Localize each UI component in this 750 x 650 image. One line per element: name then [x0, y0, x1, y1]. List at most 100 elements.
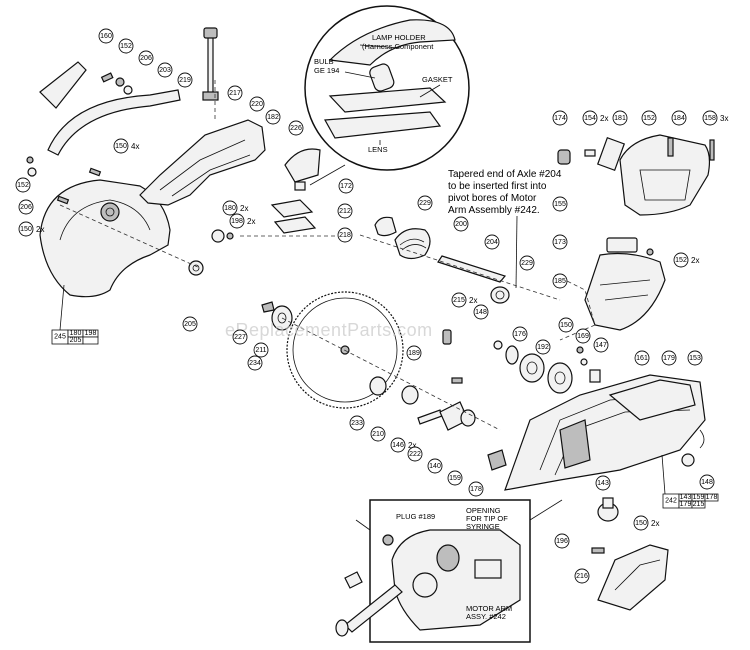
- part-callout-152: 152: [118, 38, 134, 54]
- callout-number: 215: [453, 297, 465, 304]
- callout-number: 196: [556, 538, 568, 545]
- kit-245-table: 245 180 198 205: [51, 284, 99, 345]
- part-callout-203: 203: [157, 62, 173, 78]
- callout-number: 192: [537, 344, 549, 351]
- part-callout-229: 229: [417, 195, 433, 211]
- callout-number: 210: [372, 431, 384, 438]
- callout-number: 234: [249, 360, 261, 367]
- callout-circle: [338, 178, 354, 194]
- part-callout-229: 229: [519, 255, 535, 271]
- part-callout-184: 184: [671, 110, 687, 126]
- part-callout-216: 216: [574, 568, 590, 584]
- part-callout-173: 173: [552, 234, 568, 250]
- callout-quantity: 2x: [469, 296, 477, 305]
- callout-circle: [468, 481, 484, 497]
- handle-base-part: [584, 252, 666, 331]
- motor-arm-label-1: MOTOR ARM: [466, 604, 512, 613]
- callout-number: 222: [409, 451, 421, 458]
- part-callout-189: 189: [406, 345, 422, 361]
- lens-detail: [324, 111, 442, 139]
- callout-circle: [247, 355, 263, 371]
- callout-number: 218: [339, 232, 351, 239]
- motor-arm-label-2: ASSY. #242: [466, 612, 506, 621]
- gasket-part: [270, 199, 314, 218]
- callout-circle: [177, 72, 193, 88]
- callout-circle: [593, 337, 609, 353]
- gasket-detail: [328, 87, 447, 113]
- callout-circle: [138, 50, 154, 66]
- callout-circle: [687, 350, 703, 366]
- gasket-label: GASKET: [422, 75, 453, 84]
- part-callout-143: 143: [595, 475, 611, 491]
- mid-hardware-group: [442, 329, 601, 394]
- callout-number: 158: [704, 115, 716, 122]
- part-callout-148: 148: [699, 474, 715, 490]
- callout-number: 219: [179, 77, 191, 84]
- callout-number: 181: [614, 115, 626, 122]
- callout-circle: [451, 292, 467, 308]
- decal-part: [39, 61, 87, 109]
- note-line-2: to be inserted first into: [448, 181, 547, 192]
- callout-circle: [98, 28, 114, 44]
- handle-top-part: [619, 134, 711, 216]
- callout-circle: [453, 216, 469, 232]
- callout-number: 229: [521, 260, 533, 267]
- callout-number: 152: [675, 257, 687, 264]
- part-callout-169: 169: [575, 328, 591, 344]
- axle-spring-group: [359, 216, 561, 304]
- callout-number: 159: [449, 475, 461, 482]
- rod-part: [207, 34, 214, 96]
- callout-circle: [118, 38, 134, 54]
- callout-quantity: 2x: [408, 441, 416, 450]
- callout-circle: [671, 110, 687, 126]
- callout-circle: [512, 326, 528, 342]
- callout-circle: [641, 110, 657, 126]
- opening-label-2: FOR TIP OF: [466, 514, 508, 523]
- callout-number: 211: [255, 347, 266, 354]
- callout-circle: [182, 316, 198, 332]
- part-callout-206: 206: [138, 50, 154, 66]
- kit-242-table: 242 143 159 178 179 215: [661, 454, 719, 509]
- callout-number: 204: [486, 239, 498, 246]
- part-callout-185: 185: [552, 273, 568, 289]
- callout-circle: [702, 110, 718, 126]
- callout-circle: [519, 255, 535, 271]
- part-callout-155: 155: [552, 196, 568, 212]
- gear-part: [547, 362, 573, 394]
- callout-circle: [575, 328, 591, 344]
- part-callout-234: 234: [247, 355, 263, 371]
- lamp-housing-part: [284, 148, 321, 183]
- lamp-detail-magnifier: LAMP HOLDER (Harness Component BULB GE 1…: [304, 5, 470, 186]
- callout-circle: [407, 446, 423, 462]
- part-callout-215: 215 2x: [451, 292, 477, 308]
- part-callout-152: 152: [15, 177, 31, 193]
- opening-label-1: OPENING: [466, 506, 501, 515]
- motor-arm-detail: [391, 529, 521, 631]
- callout-number: 150: [635, 520, 647, 527]
- kit-242-part-4: 179: [680, 501, 692, 508]
- note-line-4: Arm Assembly #242.: [448, 205, 540, 216]
- callout-circle: [661, 350, 677, 366]
- callout-number: 172: [340, 183, 352, 190]
- part-callout-160: 160: [98, 28, 114, 44]
- callout-number: 180: [224, 205, 236, 212]
- callout-circle: [484, 234, 500, 250]
- switch-part: [606, 237, 638, 253]
- callout-circle: [15, 177, 31, 193]
- lens-part: [273, 216, 317, 234]
- part-callout-176: 176: [512, 326, 528, 342]
- bulb-part: [369, 63, 395, 92]
- kit-242-part-2: 159: [693, 494, 705, 501]
- callout-circle: [558, 317, 574, 333]
- part-callout-222: 222: [407, 446, 423, 462]
- callout-circle: [113, 138, 129, 154]
- callout-circle: [370, 426, 386, 442]
- callout-circle: [406, 345, 422, 361]
- link-arm-part: [47, 89, 181, 156]
- callout-circle: [232, 329, 248, 345]
- note-line-1: Tapered end of Axle #204: [448, 169, 562, 180]
